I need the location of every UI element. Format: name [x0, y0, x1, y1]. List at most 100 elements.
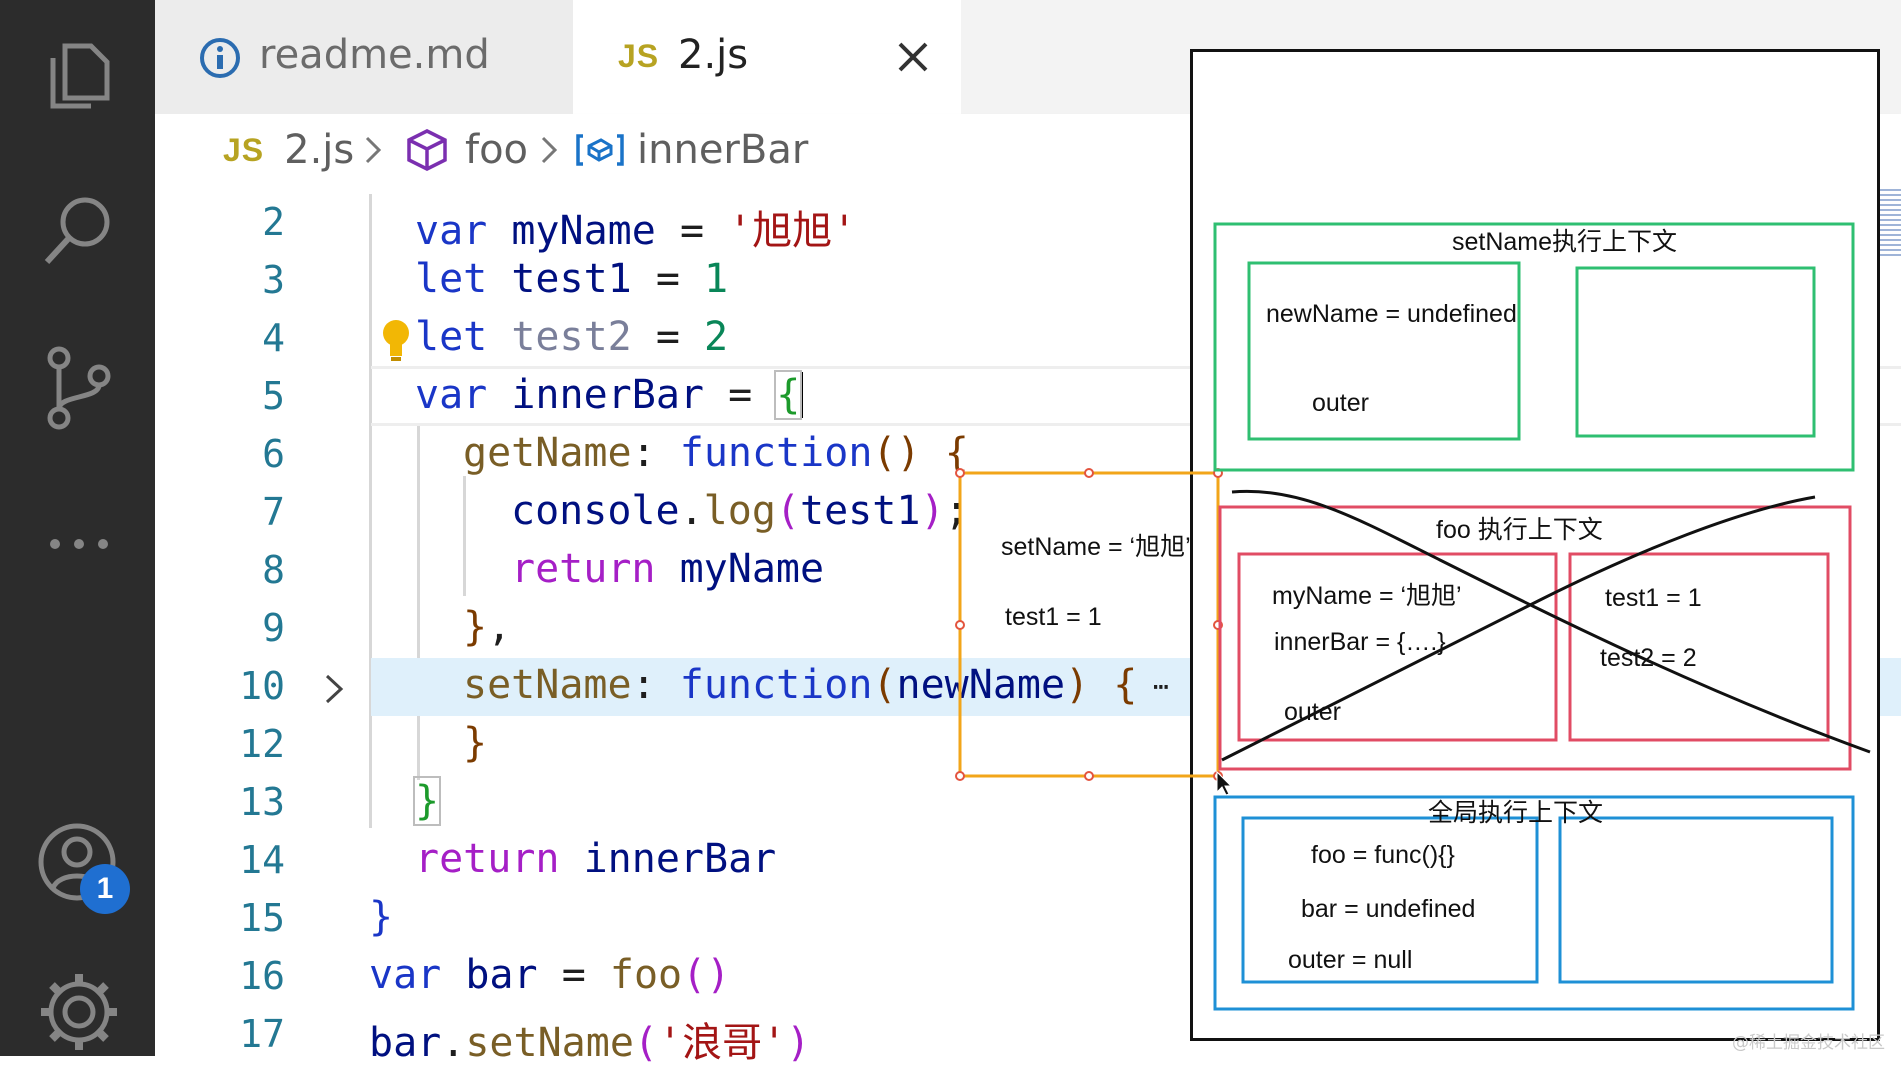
line-number: 9 — [262, 606, 285, 650]
code-line: 4 let test2 = 2 — [155, 310, 1901, 368]
setname-context-title: setName执行上下文 — [1452, 228, 1678, 256]
code-text: getName: function() { — [463, 430, 969, 476]
line-number: 2 — [262, 200, 285, 244]
global-right-box — [1558, 816, 1834, 984]
foo-context-box — [1218, 505, 1852, 771]
global-left-box — [1241, 816, 1539, 984]
explorer-files-icon[interactable] — [35, 32, 123, 120]
indent-guide — [369, 194, 372, 828]
code-text: }, — [463, 604, 512, 650]
cross-out-line — [1231, 489, 1871, 754]
info-icon — [200, 38, 240, 78]
selection-handles — [955, 468, 1223, 781]
watermark: @稀土掘金技术社区 — [1732, 1033, 1885, 1053]
foo-test2: test2 = 2 — [1600, 644, 1697, 672]
code-text: } — [369, 894, 394, 940]
breadcrumb-scope-label: foo — [465, 127, 529, 173]
global-context-title: 全局执行上下文 — [1428, 799, 1604, 827]
gear-icon[interactable] — [35, 968, 123, 1056]
code-line: 9 }, — [155, 600, 1901, 658]
code-text: let test1 = 1 — [415, 256, 729, 302]
setname-outer: outer — [1312, 389, 1369, 417]
js-file-icon: JS — [223, 131, 265, 168]
foo-myname: myName = ‘旭旭’ — [1272, 582, 1462, 610]
code-line: 15 } — [155, 890, 1901, 948]
code-text: console.log(test1); — [511, 488, 969, 534]
line-number: 5 — [262, 374, 285, 418]
code-line: 6 getName: function() { — [155, 426, 1901, 484]
tab-readme-label: readme.md — [259, 32, 490, 78]
line-number: 17 — [239, 1012, 285, 1056]
global-bar: bar = undefined — [1301, 895, 1476, 923]
tab-2js[interactable]: JS 2.js — [573, 0, 961, 114]
diagram-panel — [1190, 49, 1880, 1041]
line-number: 7 — [262, 490, 285, 534]
code-text: setName: function(newName) { ⋯ — [463, 662, 1169, 708]
global-context-box — [1213, 795, 1855, 1011]
line-number: 15 — [239, 896, 285, 940]
code-line: 13 } — [155, 774, 1901, 832]
code-text: } — [463, 720, 488, 766]
chevron-right-icon — [365, 136, 382, 164]
line-number: 6 — [262, 432, 285, 476]
fold-chevron-right-icon[interactable] — [323, 672, 345, 706]
breadcrumb-scope[interactable]: foo — [405, 114, 528, 186]
chevron-right-icon — [541, 136, 558, 164]
tab-2js-label: 2.js — [678, 32, 749, 78]
module-cube-icon — [407, 129, 447, 171]
foo-test1: test1 = 1 — [1605, 584, 1702, 612]
code-line: 2 var myName = '旭旭' — [155, 194, 1901, 254]
mouse-cursor-icon — [1216, 770, 1233, 796]
code-text: return myName — [511, 546, 825, 592]
setname-right-box — [1575, 266, 1816, 438]
setname-left-box — [1247, 261, 1521, 441]
tab-readme[interactable]: readme.md — [155, 0, 573, 114]
code-line: 8 return myName — [155, 542, 1901, 600]
account-notification-badge: 1 — [80, 864, 130, 914]
variable-icon — [576, 134, 624, 166]
code-text: } — [412, 776, 442, 826]
lightbulb-icon[interactable] — [381, 318, 411, 362]
code-line: 14 return innerBar — [155, 832, 1901, 890]
code-line: 7 console.log(test1); — [155, 484, 1901, 542]
code-line: 16 var bar = foo() — [155, 948, 1901, 1006]
closure-line-setname: setName = ‘旭旭’ — [1001, 533, 1191, 561]
code-line: 10 setName: function(newName) { ⋯ — [155, 658, 1901, 716]
code-text: return innerBar — [415, 836, 777, 882]
code-text: var innerBar = { — [415, 370, 804, 420]
line-number: 13 — [239, 780, 285, 824]
more-icon[interactable] — [35, 500, 123, 588]
setname-context-box — [1213, 222, 1855, 472]
source-control-icon[interactable] — [35, 344, 123, 432]
foo-context-title: foo 执行上下文 — [1436, 516, 1603, 544]
global-foo: foo = func(){} — [1311, 841, 1455, 869]
foo-right-box — [1568, 552, 1830, 742]
foo-left-box — [1237, 552, 1558, 742]
code-line: 12 } — [155, 716, 1901, 774]
indent-guide — [417, 424, 420, 780]
close-icon[interactable] — [896, 40, 930, 74]
cross-out-line — [1221, 495, 1816, 762]
line-number: 8 — [262, 548, 285, 592]
minimap[interactable] — [1880, 186, 1901, 256]
code-line: 5 var innerBar = { — [155, 368, 1901, 426]
line-number: 16 — [239, 954, 285, 998]
setname-newname: newName = undefined — [1266, 300, 1517, 328]
line-number: 4 — [262, 316, 285, 360]
foo-innerbar: innerBar = {….} — [1274, 628, 1446, 656]
breadcrumb-file[interactable]: JS 2.js — [223, 114, 354, 186]
current-line-frame — [371, 366, 1901, 426]
breadcrumb-symbol-label: innerBar — [637, 127, 809, 173]
foo-outer: outer — [1284, 698, 1341, 726]
indent-guide — [463, 476, 466, 596]
breadcrumb-file-label: 2.js — [284, 127, 355, 173]
search-icon[interactable] — [35, 186, 123, 274]
code-text: var bar = foo() — [369, 952, 731, 998]
activity-bar: 1 — [0, 0, 155, 1056]
line-number: 3 — [262, 258, 285, 302]
line-number: 10 — [239, 664, 285, 708]
line-number: 12 — [239, 722, 285, 766]
global-outer: outer = null — [1288, 946, 1413, 974]
breadcrumb-symbol[interactable]: innerBar — [575, 114, 808, 186]
line-number: 14 — [239, 838, 285, 882]
